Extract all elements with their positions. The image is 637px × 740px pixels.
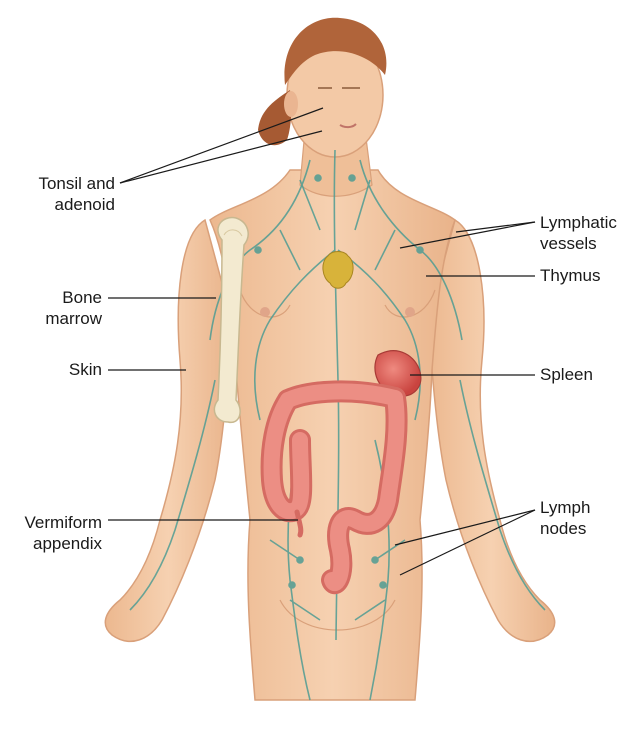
label-bone-marrow-line1: Bone (10, 287, 102, 308)
body-silhouette (105, 18, 554, 700)
label-skin: Skin (10, 359, 102, 380)
label-lymphatic-line1: Lymphatic (540, 212, 635, 233)
label-bone-marrow-line2: marrow (10, 308, 102, 329)
label-bone-marrow: Bone marrow (10, 287, 102, 329)
label-spleen: Spleen (540, 364, 635, 385)
label-thymus: Thymus (540, 265, 635, 286)
label-lymphatic-line2: vessels (540, 233, 635, 254)
label-spleen-line1: Spleen (540, 364, 635, 385)
label-lymphatic-vessels: Lymphatic vessels (540, 212, 635, 254)
label-thymus-line1: Thymus (540, 265, 635, 286)
label-lymph-nodes: Lymph nodes (540, 497, 635, 539)
label-appendix-line2: appendix (4, 533, 102, 554)
label-lymph-nodes-line2: nodes (540, 518, 635, 539)
label-vermiform-appendix: Vermiform appendix (4, 512, 102, 554)
label-appendix-line1: Vermiform (4, 512, 102, 533)
label-skin-line1: Skin (10, 359, 102, 380)
label-tonsil-line1: Tonsil and (10, 173, 115, 194)
label-lymph-nodes-line1: Lymph (540, 497, 635, 518)
label-tonsil-and-adenoid: Tonsil and adenoid (10, 173, 115, 215)
label-tonsil-line2: adenoid (10, 194, 115, 215)
